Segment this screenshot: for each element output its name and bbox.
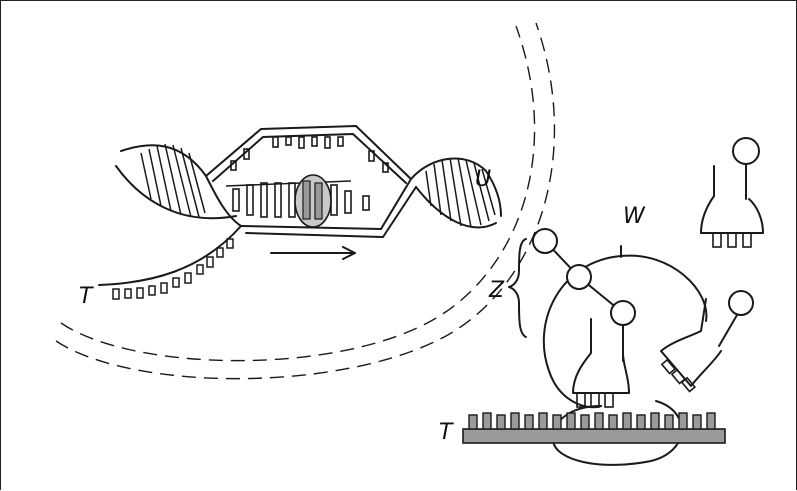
- mrna-strand-bottom: [463, 413, 725, 443]
- label-t-top: T: [79, 284, 94, 309]
- trna-bound: [573, 319, 629, 407]
- template-bases-top: [231, 137, 388, 172]
- trna-free: [701, 138, 763, 247]
- mrna-strand-top: [99, 226, 241, 299]
- label-u: U: [475, 167, 491, 192]
- label-z: Z: [488, 278, 505, 303]
- label-w: W: [623, 204, 646, 229]
- label-t-bottom: T: [439, 420, 454, 445]
- left-helix-hatching: [141, 144, 205, 217]
- dna-helix: [116, 126, 501, 259]
- z-bracket: [509, 239, 526, 337]
- trna-entering: [661, 291, 753, 392]
- rna-polymerase: [295, 175, 331, 227]
- transcription-direction-arrow: [271, 247, 355, 259]
